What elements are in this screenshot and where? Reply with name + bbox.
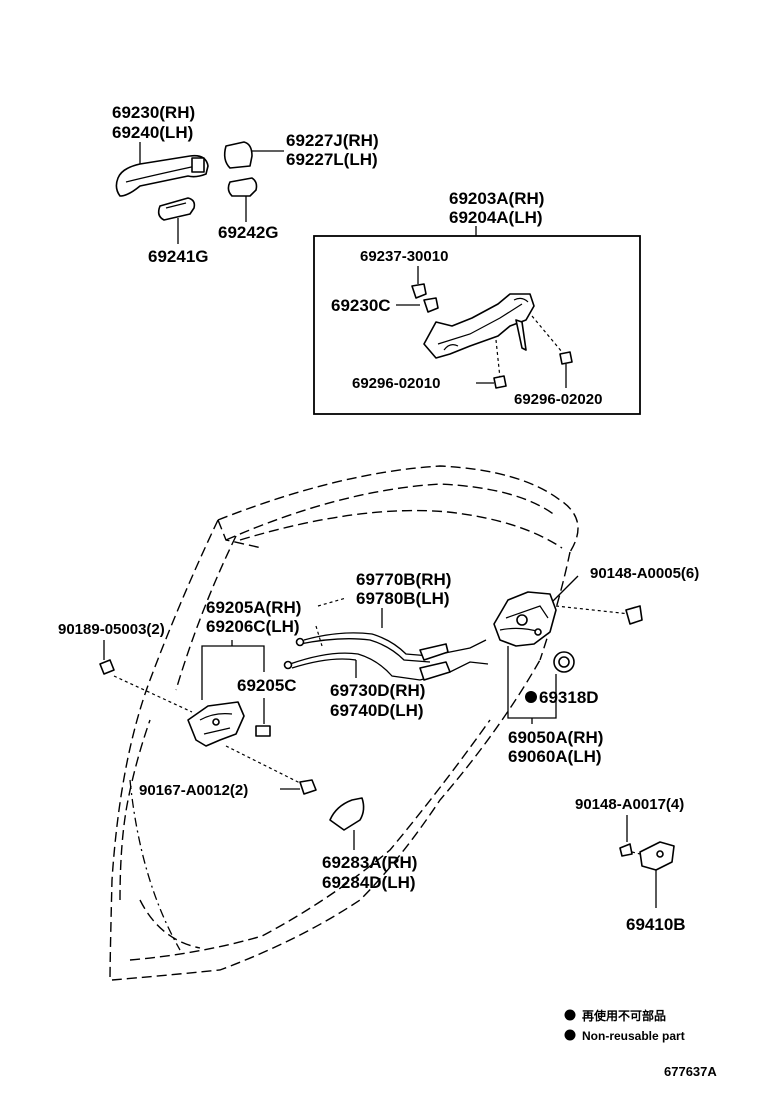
door-outline <box>109 465 579 981</box>
label-69770B: 69770B(RH) <box>356 570 451 589</box>
label-69050A: 69050A(RH) <box>508 728 603 747</box>
legend-dot-icon-2 <box>564 1029 576 1041</box>
label-69296-02020: 69296-02020 <box>514 391 602 408</box>
label-69060A: 69060A(LH) <box>508 747 602 766</box>
legend-en: Non-reusable part <box>582 1029 685 1043</box>
label-69410B: 69410B <box>626 915 686 934</box>
handle-cover <box>329 797 365 831</box>
label-69206C: 69206C(LH) <box>206 617 300 636</box>
label-69227J: 69227J(RH) <box>286 131 379 150</box>
label-69240: 69240(LH) <box>112 123 193 142</box>
label-69283A: 69283A(RH) <box>322 853 417 872</box>
label-90148-A0005: 90148-A0005(6) <box>590 565 699 582</box>
label-90189: 90189-05003(2) <box>58 621 165 638</box>
handle-pad-rear <box>227 177 258 197</box>
label-69204A: 69204A(LH) <box>449 208 543 227</box>
label-90148-A0017: 90148-A0017(4) <box>575 796 684 813</box>
label-69242G: 69242G <box>218 223 279 242</box>
label-69318D: 69318D <box>539 688 599 707</box>
outside-handle-group: 69230(RH) 69240(LH) 69227J(RH) 69227L(LH… <box>112 103 379 266</box>
handle-cap <box>223 141 253 169</box>
inside-handle-group: 69205A(RH) 69206C(LH) 90189-05003(2) 692… <box>58 597 347 799</box>
label-69230C: 69230C <box>331 296 391 315</box>
cover-group: 69283A(RH) 69284D(LH) <box>322 797 417 892</box>
label-69780B: 69780B(LH) <box>356 589 450 608</box>
legend: 再使用不可部品 Non-reusable part <box>564 1008 685 1043</box>
non-reusable-dot-icon <box>525 691 537 703</box>
handle-pad-front <box>157 197 196 221</box>
label-90167: 90167-A0012(2) <box>139 782 248 799</box>
label-69203A: 69203A(RH) <box>449 189 544 208</box>
label-69205A: 69205A(RH) <box>206 598 301 617</box>
outside-handle <box>115 154 209 197</box>
frame-box <box>313 235 641 415</box>
label-69241G: 69241G <box>148 247 209 266</box>
label-69227L: 69227L(LH) <box>286 150 378 169</box>
label-69237: 69237-30010 <box>360 248 448 265</box>
legend-jp: 再使用不可部品 <box>582 1008 666 1023</box>
label-69230: 69230(RH) <box>112 103 195 122</box>
frame-assembly-group: 69203A(RH) 69204A(LH) 69237-30010 69230C… <box>313 189 641 415</box>
cable-group: 69770B(RH) 69780B(LH) 69730D(RH) 69740D(… <box>283 570 489 720</box>
label-69205C: 69205C <box>237 676 297 695</box>
label-69730D: 69730D(RH) <box>330 681 425 700</box>
diagram-code: 677637A <box>664 1064 717 1079</box>
label-69284D: 69284D(LH) <box>322 873 416 892</box>
handle-frame <box>423 293 535 359</box>
legend-dot-icon <box>564 1009 576 1021</box>
striker-group: 90148-A0017(4) 69410B <box>575 796 686 934</box>
label-69740D: 69740D(LH) <box>330 701 424 720</box>
label-69296-02010: 69296-02010 <box>352 375 440 392</box>
door-lock-group: 90148-A0005(6) 69318D 69050A(RH) 69060A(… <box>493 565 699 766</box>
